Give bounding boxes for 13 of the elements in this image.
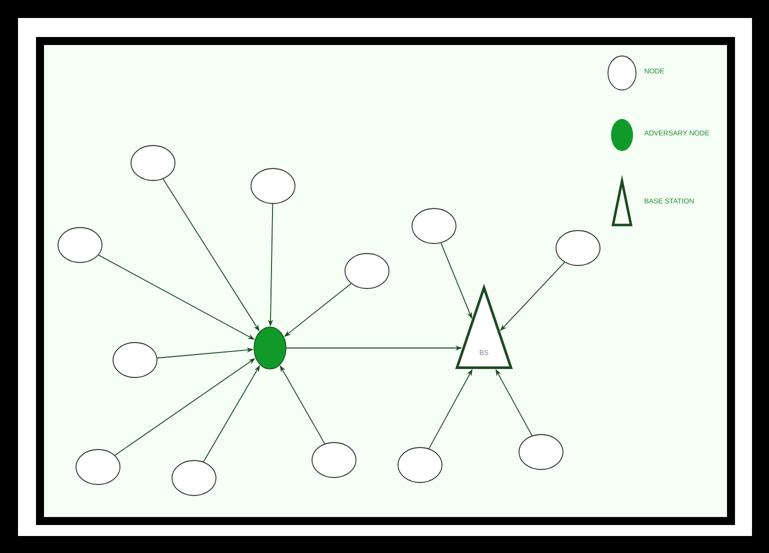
circle-node [312, 442, 356, 478]
circle-node [112, 342, 158, 378]
circle-node [250, 168, 296, 204]
circle-node [130, 145, 176, 181]
filled-circle-node [254, 326, 286, 370]
circle-node [76, 449, 120, 485]
circle-node [518, 434, 564, 470]
circle-node [58, 227, 102, 263]
circle-node [412, 208, 456, 244]
circle-node [344, 253, 390, 289]
circle-node [398, 447, 442, 483]
circle-node [172, 460, 216, 496]
circle-node [556, 230, 600, 266]
